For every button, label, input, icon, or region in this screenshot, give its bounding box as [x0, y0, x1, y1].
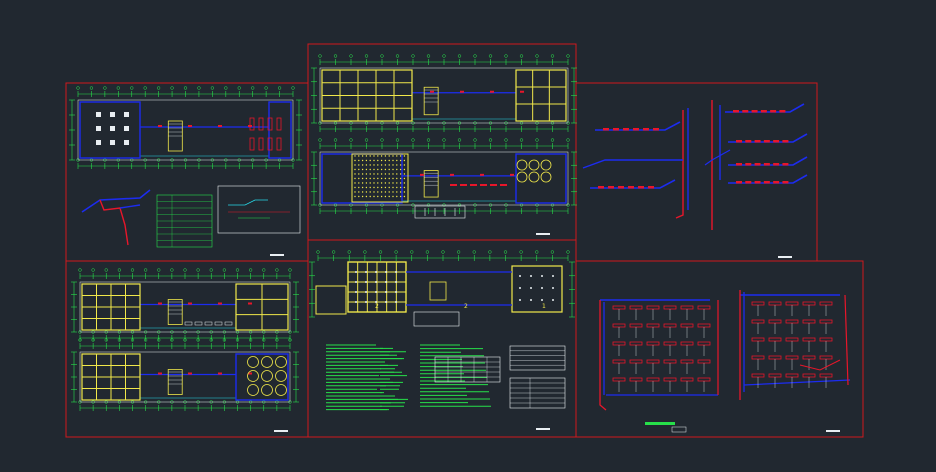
title-block-mark [778, 256, 792, 258]
title-block-mark [274, 430, 288, 432]
room-label-hall-2b: 2 [464, 303, 468, 310]
sheet-border [65, 82, 309, 262]
title-block-mark [536, 428, 550, 430]
system-diagram-f [599, 290, 851, 433]
legend-table-a [156, 194, 213, 248]
sheet-border [65, 260, 309, 438]
riser-diagram-a [81, 189, 151, 246]
note-box-a [217, 185, 301, 234]
plan-sheet-b-upper [311, 54, 577, 132]
plan-sheet-a [69, 86, 302, 169]
plan-sheet-e: 2 2 1 [309, 250, 575, 327]
plan-sheet-d-upper [71, 268, 299, 341]
title-block-mark [826, 430, 840, 432]
riser-diagram-c [582, 100, 808, 230]
sheet-border [575, 82, 818, 262]
plan-sheet-b-lower [311, 138, 577, 214]
title-block-mark [270, 254, 284, 256]
notes-text-e [326, 344, 566, 411]
room-label-hall-1: 1 [542, 303, 546, 310]
sheet-border [575, 260, 864, 438]
plan-sheet-d-lower [71, 321, 299, 411]
keyplan-b [414, 205, 466, 219]
title-block-mark [536, 233, 550, 235]
room-label-hall-2: 2 [375, 303, 379, 310]
sheet-border [307, 43, 577, 241]
